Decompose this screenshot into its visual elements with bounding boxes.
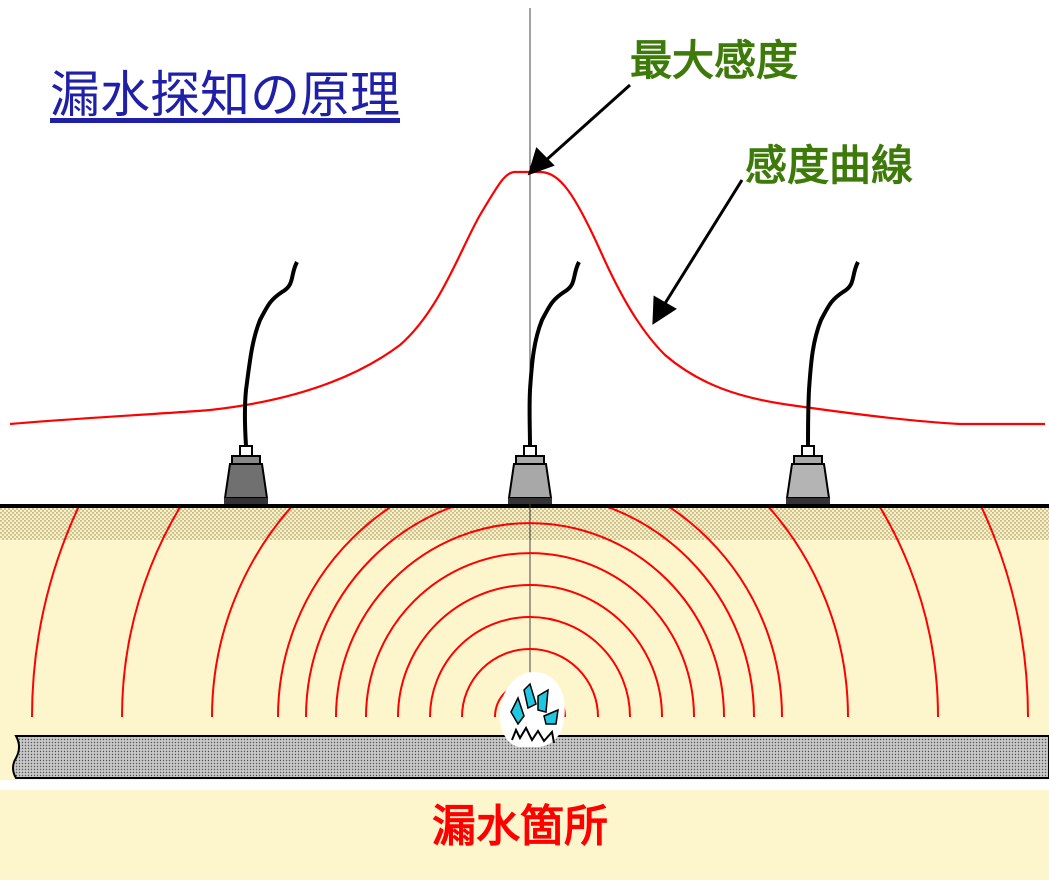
wave-arc <box>335 522 725 718</box>
sensor-icon <box>507 261 581 504</box>
arrowhead <box>527 147 555 176</box>
sensor-icon <box>785 261 860 504</box>
wave-arc <box>121 508 939 718</box>
wave-arc <box>397 584 663 718</box>
wave-arc <box>365 552 695 718</box>
water-pipe <box>12 735 1049 779</box>
wave-arc <box>461 648 599 718</box>
sensitivity-curve <box>9 170 1045 426</box>
max-sensitivity-label: 最大感度 <box>630 36 799 85</box>
arrow-max-sensitivity <box>542 83 632 164</box>
wave-arc <box>211 508 849 718</box>
page-title: 漏水探知の原理 <box>50 66 400 124</box>
arrowhead <box>652 295 677 325</box>
sensor-icon <box>223 261 299 504</box>
water-spray-icon <box>499 672 565 747</box>
arrows <box>527 83 744 325</box>
leak-point-label: 漏水箇所 <box>432 801 608 852</box>
arrow-sensitivity-curve <box>662 179 744 306</box>
wave-arc <box>305 508 755 718</box>
wave-arc <box>277 508 783 718</box>
wave-arc <box>429 616 631 718</box>
sensitivity-curve-label: 感度曲線 <box>745 141 914 190</box>
gap-band <box>0 780 1049 790</box>
